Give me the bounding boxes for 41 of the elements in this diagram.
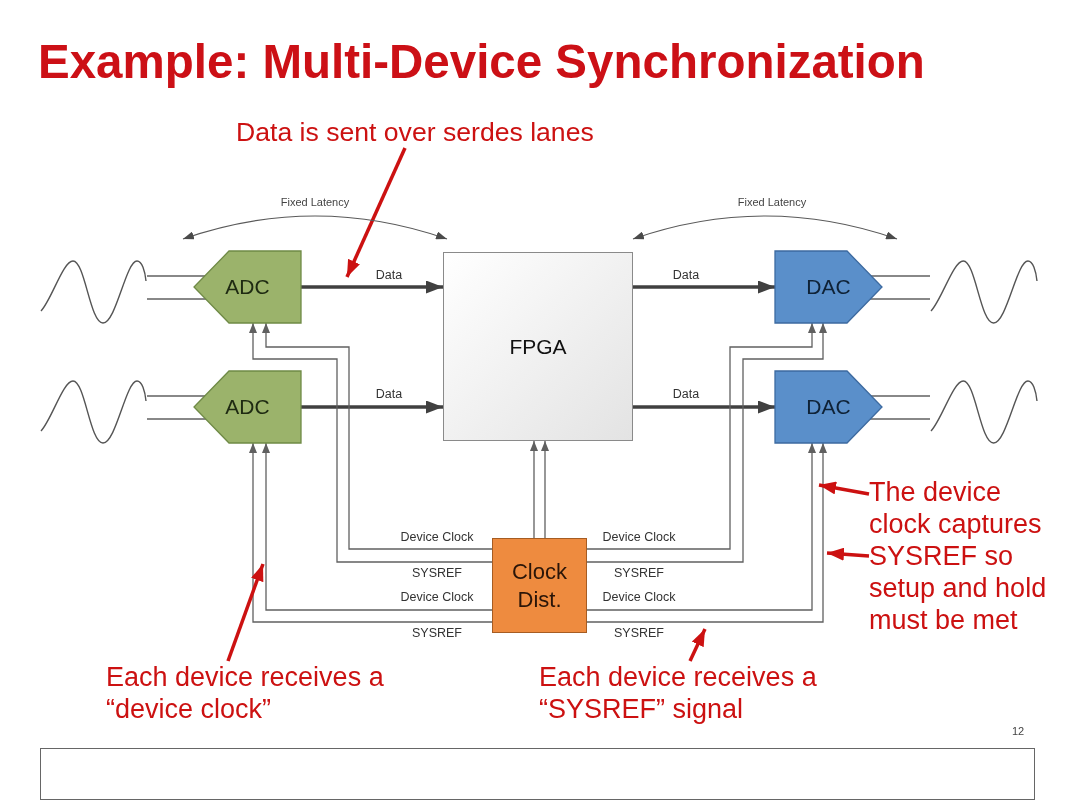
edge-label: SYSREF [412,565,462,581]
edge-label: SYSREF [614,625,664,641]
arrow [301,400,443,414]
dimension-label: Fixed Latency [280,195,350,209]
leader-arrow [688,628,707,662]
callout-text: Data is sent over serdes lanes [236,116,594,148]
edge-label: SYSREF [412,625,462,641]
leader-arrow [818,480,870,496]
arrow [301,280,443,294]
edge-label: Data [672,267,700,283]
edge-label: Device Clock [602,589,676,605]
callout-text: Each device receives a “SYSREF” signal [539,661,839,725]
leader-arrow [226,563,265,662]
edge-label: Device Clock [400,589,474,605]
callout-text: The device clock captures SYSREF so setup and hold must be met [869,476,1055,636]
clock-block [492,538,587,633]
block-label: Clock Dist. [511,557,568,614]
block-label: ADC [225,395,270,419]
edge-label: Data [375,267,403,283]
edge-label: Data [672,386,700,402]
edge-label: Data [375,386,403,402]
slide-title: Example: Multi-Device Synchronization [38,35,925,90]
leader-arrow [826,547,870,561]
block-label: ADC [225,275,270,299]
fpga-block [443,252,633,441]
page-number: 12 [1011,724,1025,738]
arrow [541,440,549,539]
leader-arrow [345,147,407,278]
arrow [633,280,775,294]
arrow [633,400,775,414]
block-label: FPGA [509,334,567,359]
dimension-label: Fixed Latency [737,195,807,209]
block-label: DAC [806,395,851,419]
signal-line [869,418,931,420]
callout-text: Each device receives a “device clock” [106,661,406,725]
signal-line [869,298,931,300]
edge-label: Device Clock [400,529,474,545]
edge-label: SYSREF [614,565,664,581]
edge-label: Device Clock [602,529,676,545]
block-label: DAC [806,275,851,299]
arrow [530,440,538,539]
